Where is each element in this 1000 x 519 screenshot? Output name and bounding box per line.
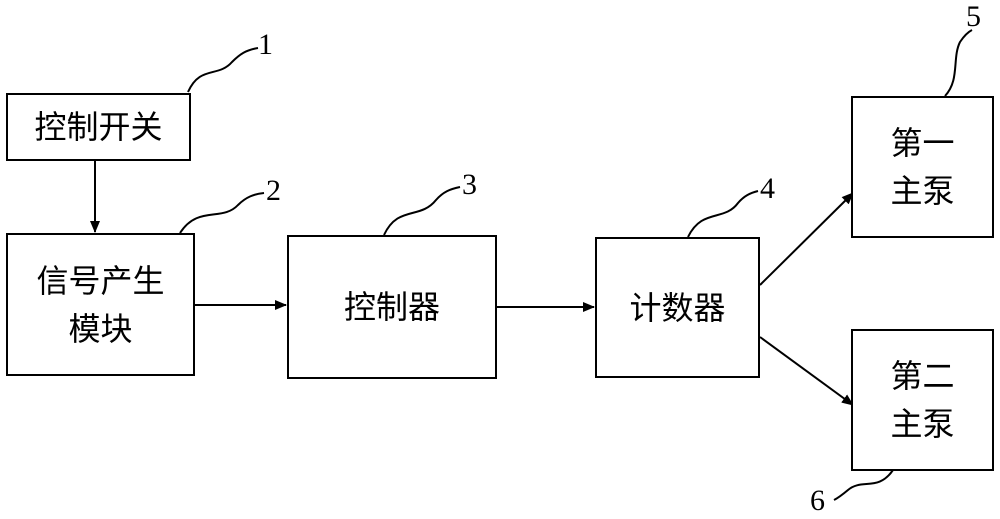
control-switch-block: 控制开关 xyxy=(6,93,191,161)
counter-label: 计数器 xyxy=(629,288,726,327)
ref-number-4: 4 xyxy=(760,172,775,205)
controller-label: 控制器 xyxy=(343,288,440,326)
main-pump-1-label-line-2: 主泵 xyxy=(890,172,955,210)
main-pump-1-label-line-1: 第一 xyxy=(890,124,955,162)
signal-generation-module-block: 信号产生 模块 xyxy=(6,233,195,376)
arrow-counter-to-main-pump-2 xyxy=(759,336,854,406)
ref-number-3: 3 xyxy=(462,168,477,201)
leader-line-1 xyxy=(187,47,259,93)
ref-number-6: 6 xyxy=(810,484,825,517)
ref-number-1: 1 xyxy=(258,28,273,61)
leader-line-2 xyxy=(179,192,265,234)
control-switch-label: 控制开关 xyxy=(34,108,163,146)
leader-line-5 xyxy=(944,29,973,97)
ref-number-2: 2 xyxy=(266,174,281,207)
leader-line-4 xyxy=(687,190,759,238)
signal-module-label-line-2: 模块 xyxy=(68,309,133,348)
signal-module-label-line-1: 信号产生 xyxy=(36,261,165,300)
leader-line-6 xyxy=(833,469,894,501)
arrow-counter-to-main-pump-1 xyxy=(759,192,854,286)
leader-line-3 xyxy=(383,186,461,236)
counter-block: 计数器 xyxy=(595,237,760,378)
controller-block: 控制器 xyxy=(287,235,497,379)
main-pump-2-label-line-2: 主泵 xyxy=(890,405,955,443)
main-pump-2-block: 第二 主泵 xyxy=(851,329,994,471)
ref-number-5: 5 xyxy=(966,0,981,33)
main-pump-2-label-line-1: 第二 xyxy=(890,357,955,395)
main-pump-1-block: 第一 主泵 xyxy=(851,96,994,238)
